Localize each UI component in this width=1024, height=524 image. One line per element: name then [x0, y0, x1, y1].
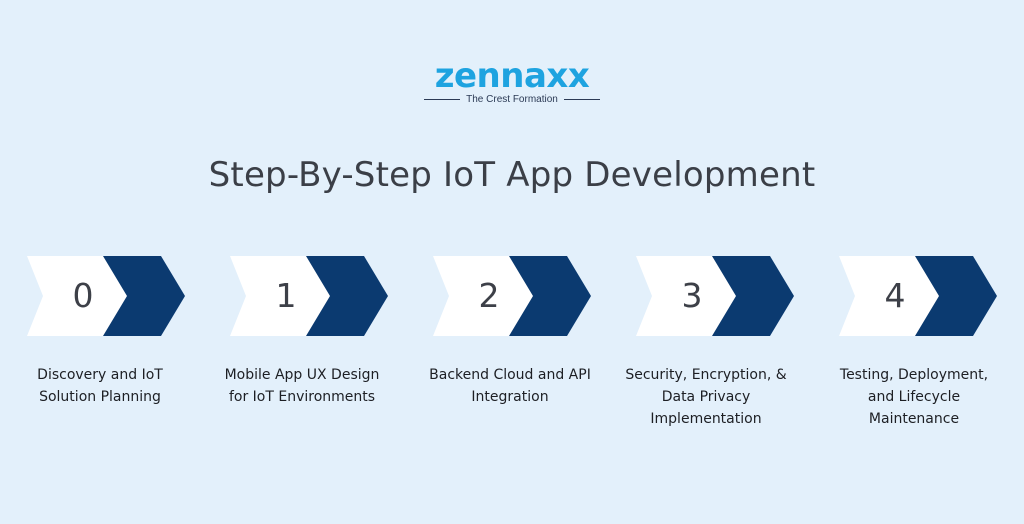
step-1-chevron: 1	[230, 256, 390, 336]
chevron-arrow-icon	[27, 256, 185, 336]
step-number: 1	[275, 276, 297, 315]
step-0-chevron: 0	[27, 256, 187, 336]
logo-tagline: The Crest Formation	[466, 94, 558, 105]
step-2-chevron: 2	[433, 256, 593, 336]
page-title: Step-By-Step IoT App Development	[208, 155, 816, 195]
logo-divider-left	[424, 99, 461, 100]
step-3-label: Security, Encryption, & Data Privacy Imp…	[625, 367, 787, 427]
step-0-label: Discovery and IoT Solution Planning	[37, 367, 163, 405]
step-4-chevron: 4	[839, 256, 999, 336]
step-4-label: Testing, Deployment, and Lifecycle Maint…	[839, 367, 989, 427]
chevron-arrow-icon	[839, 256, 997, 336]
step-number: 2	[478, 276, 500, 315]
step-number: 4	[884, 276, 906, 315]
step-number: 3	[681, 276, 703, 315]
logo: zennaxx The Crest Formation	[0, 58, 1024, 105]
logo-divider-right	[563, 99, 600, 100]
step-2-label: Backend Cloud and API Integration	[429, 367, 591, 405]
step-1-label: Mobile App UX Design for IoT Environment…	[224, 367, 380, 405]
chevron-arrow-icon	[636, 256, 794, 336]
chevron-arrow-icon	[230, 256, 388, 336]
logo-wordmark: zennaxx	[434, 56, 590, 96]
chevron-arrow-icon	[433, 256, 591, 336]
step-3-chevron: 3	[636, 256, 796, 336]
logo-tagline-row: The Crest Formation	[0, 94, 1024, 105]
step-number: 0	[72, 276, 94, 315]
